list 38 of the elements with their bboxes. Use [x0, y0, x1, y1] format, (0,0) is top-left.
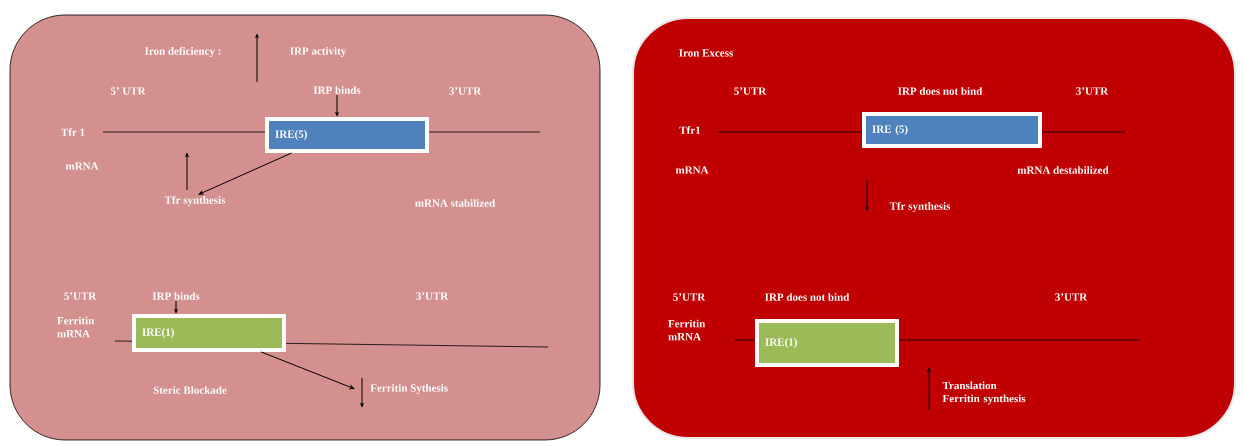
region-label: 5’ UTR — [110, 87, 146, 95]
gene-label: Tfr1 — [679, 126, 701, 134]
region-label: 3’UTR — [1076, 87, 1109, 95]
arrow — [174, 300, 178, 314]
annotation-text: IRP binds — [152, 292, 200, 300]
region-label: 3’UTR — [449, 87, 482, 95]
arrow — [198, 152, 293, 195]
ire-box: IRE(1) — [755, 319, 899, 367]
annotation-text: IRP binds — [313, 86, 361, 94]
gene-label: mRNA — [65, 162, 99, 170]
region-label: 5’UTR — [64, 292, 97, 300]
region-label: 5’UTR — [734, 87, 767, 95]
annotation-text: Steric Blockade — [153, 386, 227, 394]
gene-label: Tfr 1 — [61, 128, 85, 136]
region-label: 3’UTR — [416, 292, 449, 300]
annotation-text: Tfr synthesis — [164, 195, 226, 207]
heading-text: Iron deficiency : — [145, 46, 221, 58]
annotation-text: Tfr synthesis — [889, 201, 951, 213]
arrow — [260, 351, 355, 390]
annotation-text: IRP does not bind — [898, 87, 983, 95]
gene-label: mRNA — [675, 166, 709, 174]
condition-panel — [9, 14, 601, 441]
gene-label: Ferritin mRNA — [668, 319, 706, 341]
gene-label: Ferritin mRNA — [57, 316, 95, 338]
ire-box: IRE(5) — [265, 117, 429, 153]
ire-box: IRE (5) — [862, 112, 1042, 148]
arrow — [335, 94, 339, 117]
region-label: 5’UTR — [673, 293, 706, 301]
annotation-text: IRP does not bind — [765, 293, 850, 301]
annotation-text: mRNA stabilized — [415, 199, 496, 207]
annotation-text: mRNA destabilized — [1017, 166, 1109, 174]
condition-panel — [632, 17, 1236, 439]
annotation-text: Ferritin Sythesis — [370, 384, 448, 394]
annotation-text: Translation Ferritin synthesis — [942, 381, 1026, 405]
heading-text: Iron Excess — [679, 49, 733, 57]
ire-box: IRE(1) — [132, 314, 286, 352]
region-label: 3’UTR — [1055, 293, 1088, 301]
annotation-text: IRP activity — [290, 47, 347, 57]
